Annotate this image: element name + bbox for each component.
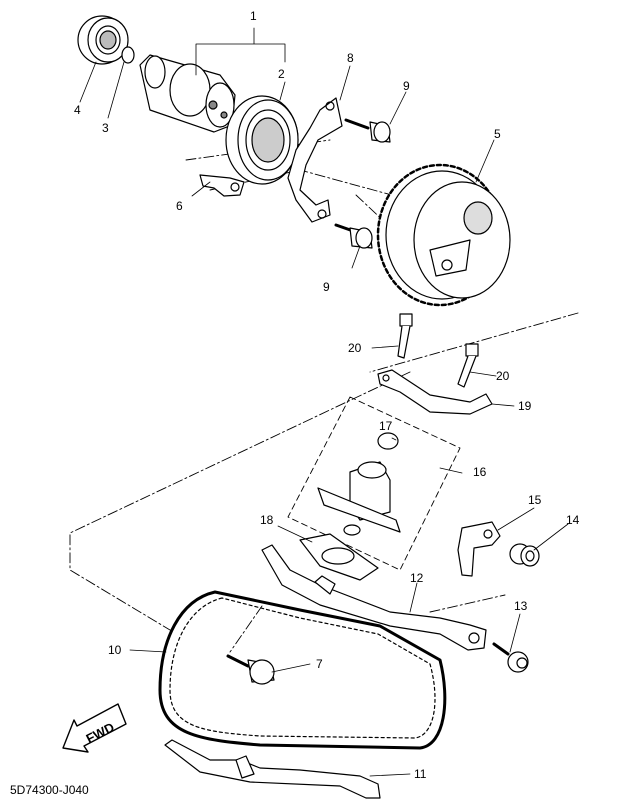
callout-14: 14 <box>566 513 580 527</box>
callout-15: 15 <box>528 493 542 507</box>
cam-chain-part <box>158 590 447 750</box>
chain-guide-exhaust-part <box>164 739 381 799</box>
callout-6: 6 <box>176 199 183 213</box>
callout-19: 19 <box>518 399 532 413</box>
callout-4: 4 <box>74 103 81 117</box>
callout-7: 7 <box>316 657 323 671</box>
o-ring-part <box>121 46 135 64</box>
callout-9-upper: 9 <box>403 79 410 93</box>
callout-3: 3 <box>102 121 109 135</box>
callout-13: 13 <box>514 599 528 613</box>
chain-guide-tension-part <box>261 544 487 651</box>
gasket-part <box>299 533 379 581</box>
bolt-upper-part <box>344 118 391 143</box>
guide-stopper-part <box>457 521 501 577</box>
callout-11: 11 <box>414 767 427 781</box>
tensioner-assembly-box <box>287 396 461 571</box>
leader-lines <box>79 27 569 777</box>
guide-bolt-part <box>492 642 529 673</box>
cam-bearing-part <box>225 95 299 185</box>
forward-direction-arrow: FWD <box>62 703 127 753</box>
camshaft-part <box>139 54 236 133</box>
screw-right-part <box>457 343 479 388</box>
callout-numbers: 1 2 3 4 5 6 7 8 9 9 10 11 12 13 14 15 16… <box>74 9 580 781</box>
callout-10: 10 <box>108 643 122 657</box>
callout-12: 12 <box>410 571 424 585</box>
callout-18: 18 <box>260 513 274 527</box>
screw-left-part <box>397 313 413 359</box>
callout-9-lower: 9 <box>323 280 330 294</box>
callout-20-left: 20 <box>348 341 362 355</box>
guide-plate-part <box>377 369 493 415</box>
retainer-plate-part <box>287 97 343 223</box>
callout-20-right: 20 <box>496 369 510 383</box>
callout-16: 16 <box>473 465 487 479</box>
stopper-part <box>199 174 245 197</box>
callout-1: 1 <box>250 9 257 23</box>
chain-bolt-part <box>226 654 275 685</box>
callout-2: 2 <box>278 67 285 81</box>
collar-part <box>509 543 540 567</box>
drawing-code: 5D74300-J040 <box>10 783 89 797</box>
callout-17: 17 <box>379 419 393 433</box>
callout-8: 8 <box>347 51 354 65</box>
tensioner-part <box>317 432 401 536</box>
cam-sprocket-part <box>376 163 511 307</box>
bearing-part <box>77 15 129 65</box>
callout-5: 5 <box>494 127 501 141</box>
bolt-lower-part <box>334 223 373 249</box>
